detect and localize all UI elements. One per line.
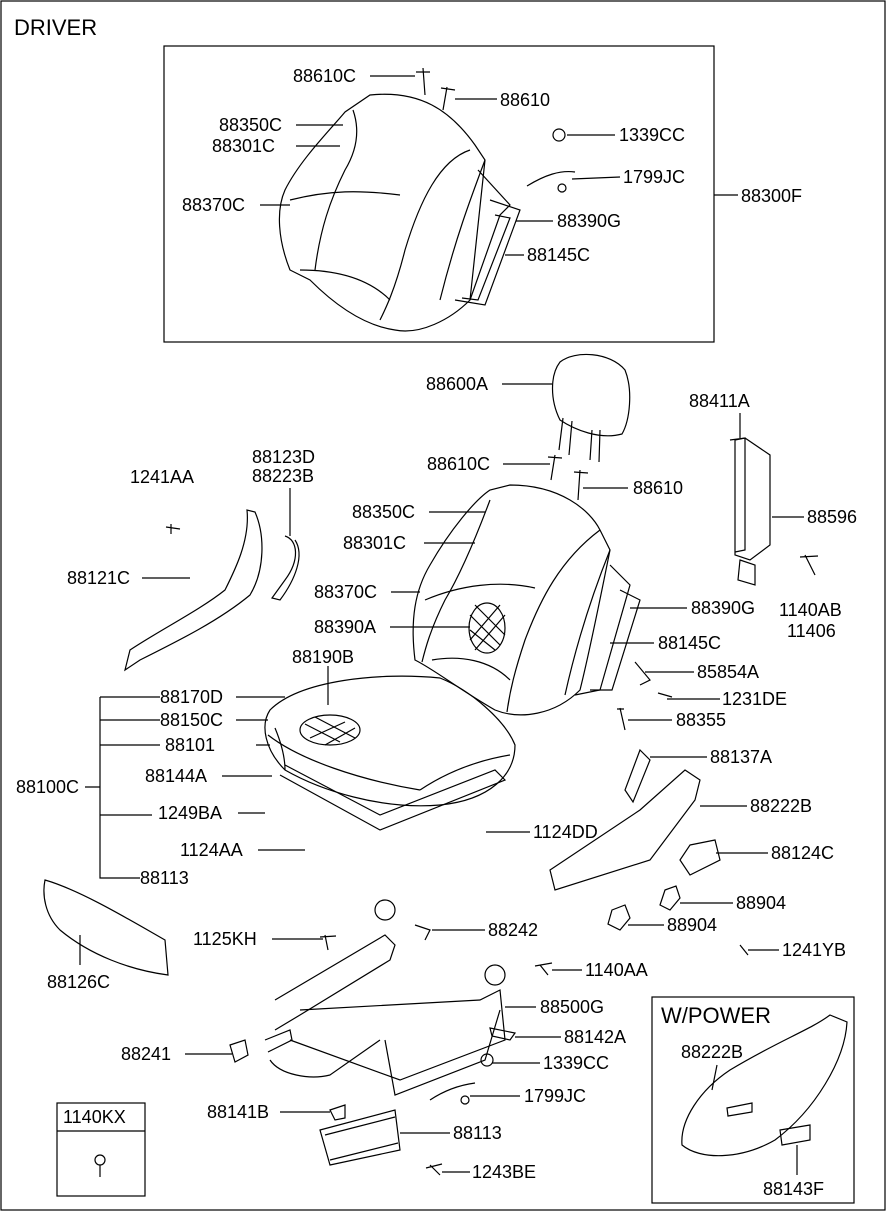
legend-box: [56, 1102, 146, 1197]
leader-lines: [79, 75, 804, 1175]
part-label: 88143F: [763, 1179, 825, 1199]
part-label: 1241AA: [130, 467, 195, 487]
part-label: 88300F: [741, 186, 803, 206]
part-label: 88390G: [691, 598, 756, 618]
part-label: 1339CC: [619, 125, 686, 145]
part-label: 88222B: [750, 796, 813, 816]
part-label: 1243BE: [472, 1162, 537, 1182]
part-label: 88370C: [182, 195, 246, 215]
seatback-assembly-box: [163, 45, 715, 343]
part-label: 88145C: [658, 633, 722, 653]
part-label: 1799JC: [524, 1086, 587, 1106]
part-label: 88596: [807, 507, 858, 527]
power-option-box: [651, 996, 855, 1204]
part-label: 88241: [121, 1044, 172, 1064]
part-label: 88301C: [343, 533, 407, 553]
power-trim-drawing: [681, 1014, 848, 1157]
part-label: 1799JC: [623, 167, 686, 187]
part-label: 88124C: [771, 843, 835, 863]
part-label: 1249BA: [158, 803, 223, 823]
part-label: 88190B: [292, 647, 355, 667]
part-label: 88113: [453, 1123, 502, 1143]
part-label: 88126C: [47, 972, 111, 992]
part-label: 88170D: [160, 687, 224, 707]
diagram-title: DRIVER: [14, 15, 98, 40]
part-label: 88242: [488, 920, 539, 940]
part-label: 85854A: [697, 662, 760, 682]
part-label: 88121C: [67, 568, 131, 588]
part-label: 88600A: [426, 374, 489, 394]
part-label: 1124AA: [180, 840, 243, 860]
part-label: 1140AA: [585, 960, 648, 980]
part-label: 88150C: [160, 710, 224, 730]
part-label: 88411A: [689, 391, 750, 411]
part-label: 88350C: [219, 115, 283, 135]
seatback-top-drawing: [278, 67, 576, 332]
part-label: 88144A: [145, 766, 208, 786]
part-label: 88100C: [16, 777, 80, 797]
part-label: 88301C: [212, 136, 276, 156]
part-label: 1140AB: [779, 600, 842, 620]
part-label: 88222B: [681, 1042, 744, 1062]
part-label: 88610C: [293, 66, 357, 86]
part-label: 88137A: [710, 747, 773, 767]
part-label: 88500G: [540, 997, 605, 1017]
part-label: 88610: [500, 90, 551, 110]
part-label: 88113: [140, 868, 189, 888]
part-label: 1124DD: [533, 822, 598, 842]
part-label: 1339CC: [543, 1053, 610, 1073]
part-label: 88101: [165, 735, 216, 755]
part-label: 88390A: [314, 617, 377, 637]
part-label: 88390G: [557, 211, 622, 231]
part-label: 88904: [736, 893, 787, 913]
legend-part-label: 1140KX: [63, 1107, 126, 1127]
part-label: 1231DE: [722, 689, 788, 709]
part-label: 88904: [667, 915, 718, 935]
legend-bolt-icon: [94, 1154, 106, 1177]
seat-frame-drawing: [229, 899, 553, 1176]
part-label: 88123D: [252, 447, 316, 467]
seatback-main-drawing: [412, 484, 641, 716]
side-trim-drawing: [43, 437, 819, 976]
part-label: 88145C: [527, 245, 591, 265]
part-label: 88142A: [564, 1027, 627, 1047]
part-label: 88370C: [314, 582, 378, 602]
power-section-title: W/POWER: [661, 1003, 771, 1028]
part-label: 11406: [787, 621, 836, 641]
part-label: 88355: [676, 710, 727, 730]
part-label: 88610: [633, 478, 684, 498]
part-label: 88350C: [352, 502, 416, 522]
seat-cushion-drawing: [85, 675, 516, 879]
part-label: 88141B: [207, 1102, 270, 1122]
part-label: 88223B: [252, 466, 315, 486]
part-label: 88610C: [427, 454, 491, 474]
part-label: 1241YB: [782, 940, 847, 960]
part-label: 1125KH: [193, 929, 257, 949]
headrest-drawing: [547, 353, 631, 501]
